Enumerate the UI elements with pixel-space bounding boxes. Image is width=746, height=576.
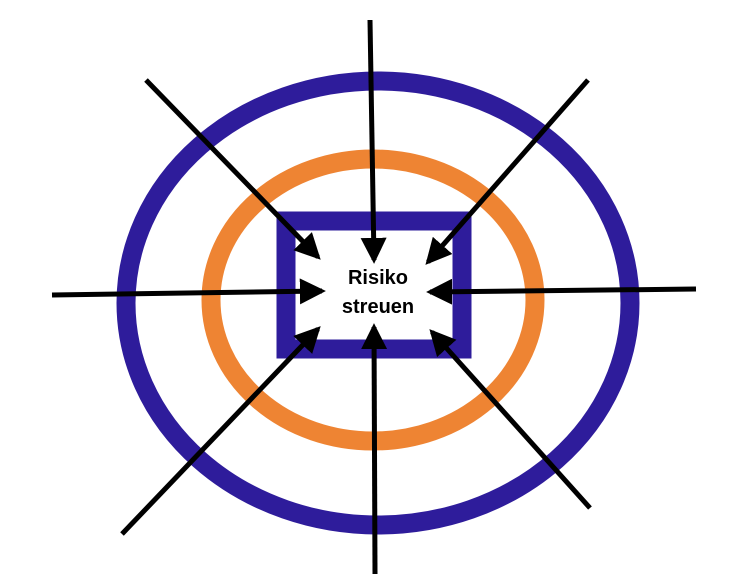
center-label-line2: streuen xyxy=(342,296,414,318)
arrow-bottom-right xyxy=(429,329,592,510)
arrow-top-left xyxy=(144,78,321,260)
arrow-bottom-left xyxy=(120,326,321,536)
arrow-top xyxy=(360,19,387,264)
arrow-bottom xyxy=(361,323,388,575)
arrow-right xyxy=(426,278,697,305)
arrow-group xyxy=(51,19,697,575)
arrow-left xyxy=(51,278,326,305)
outer-ring xyxy=(116,71,640,535)
center-label-line1: Risiko xyxy=(348,267,408,289)
arrow-top-right xyxy=(425,78,590,265)
